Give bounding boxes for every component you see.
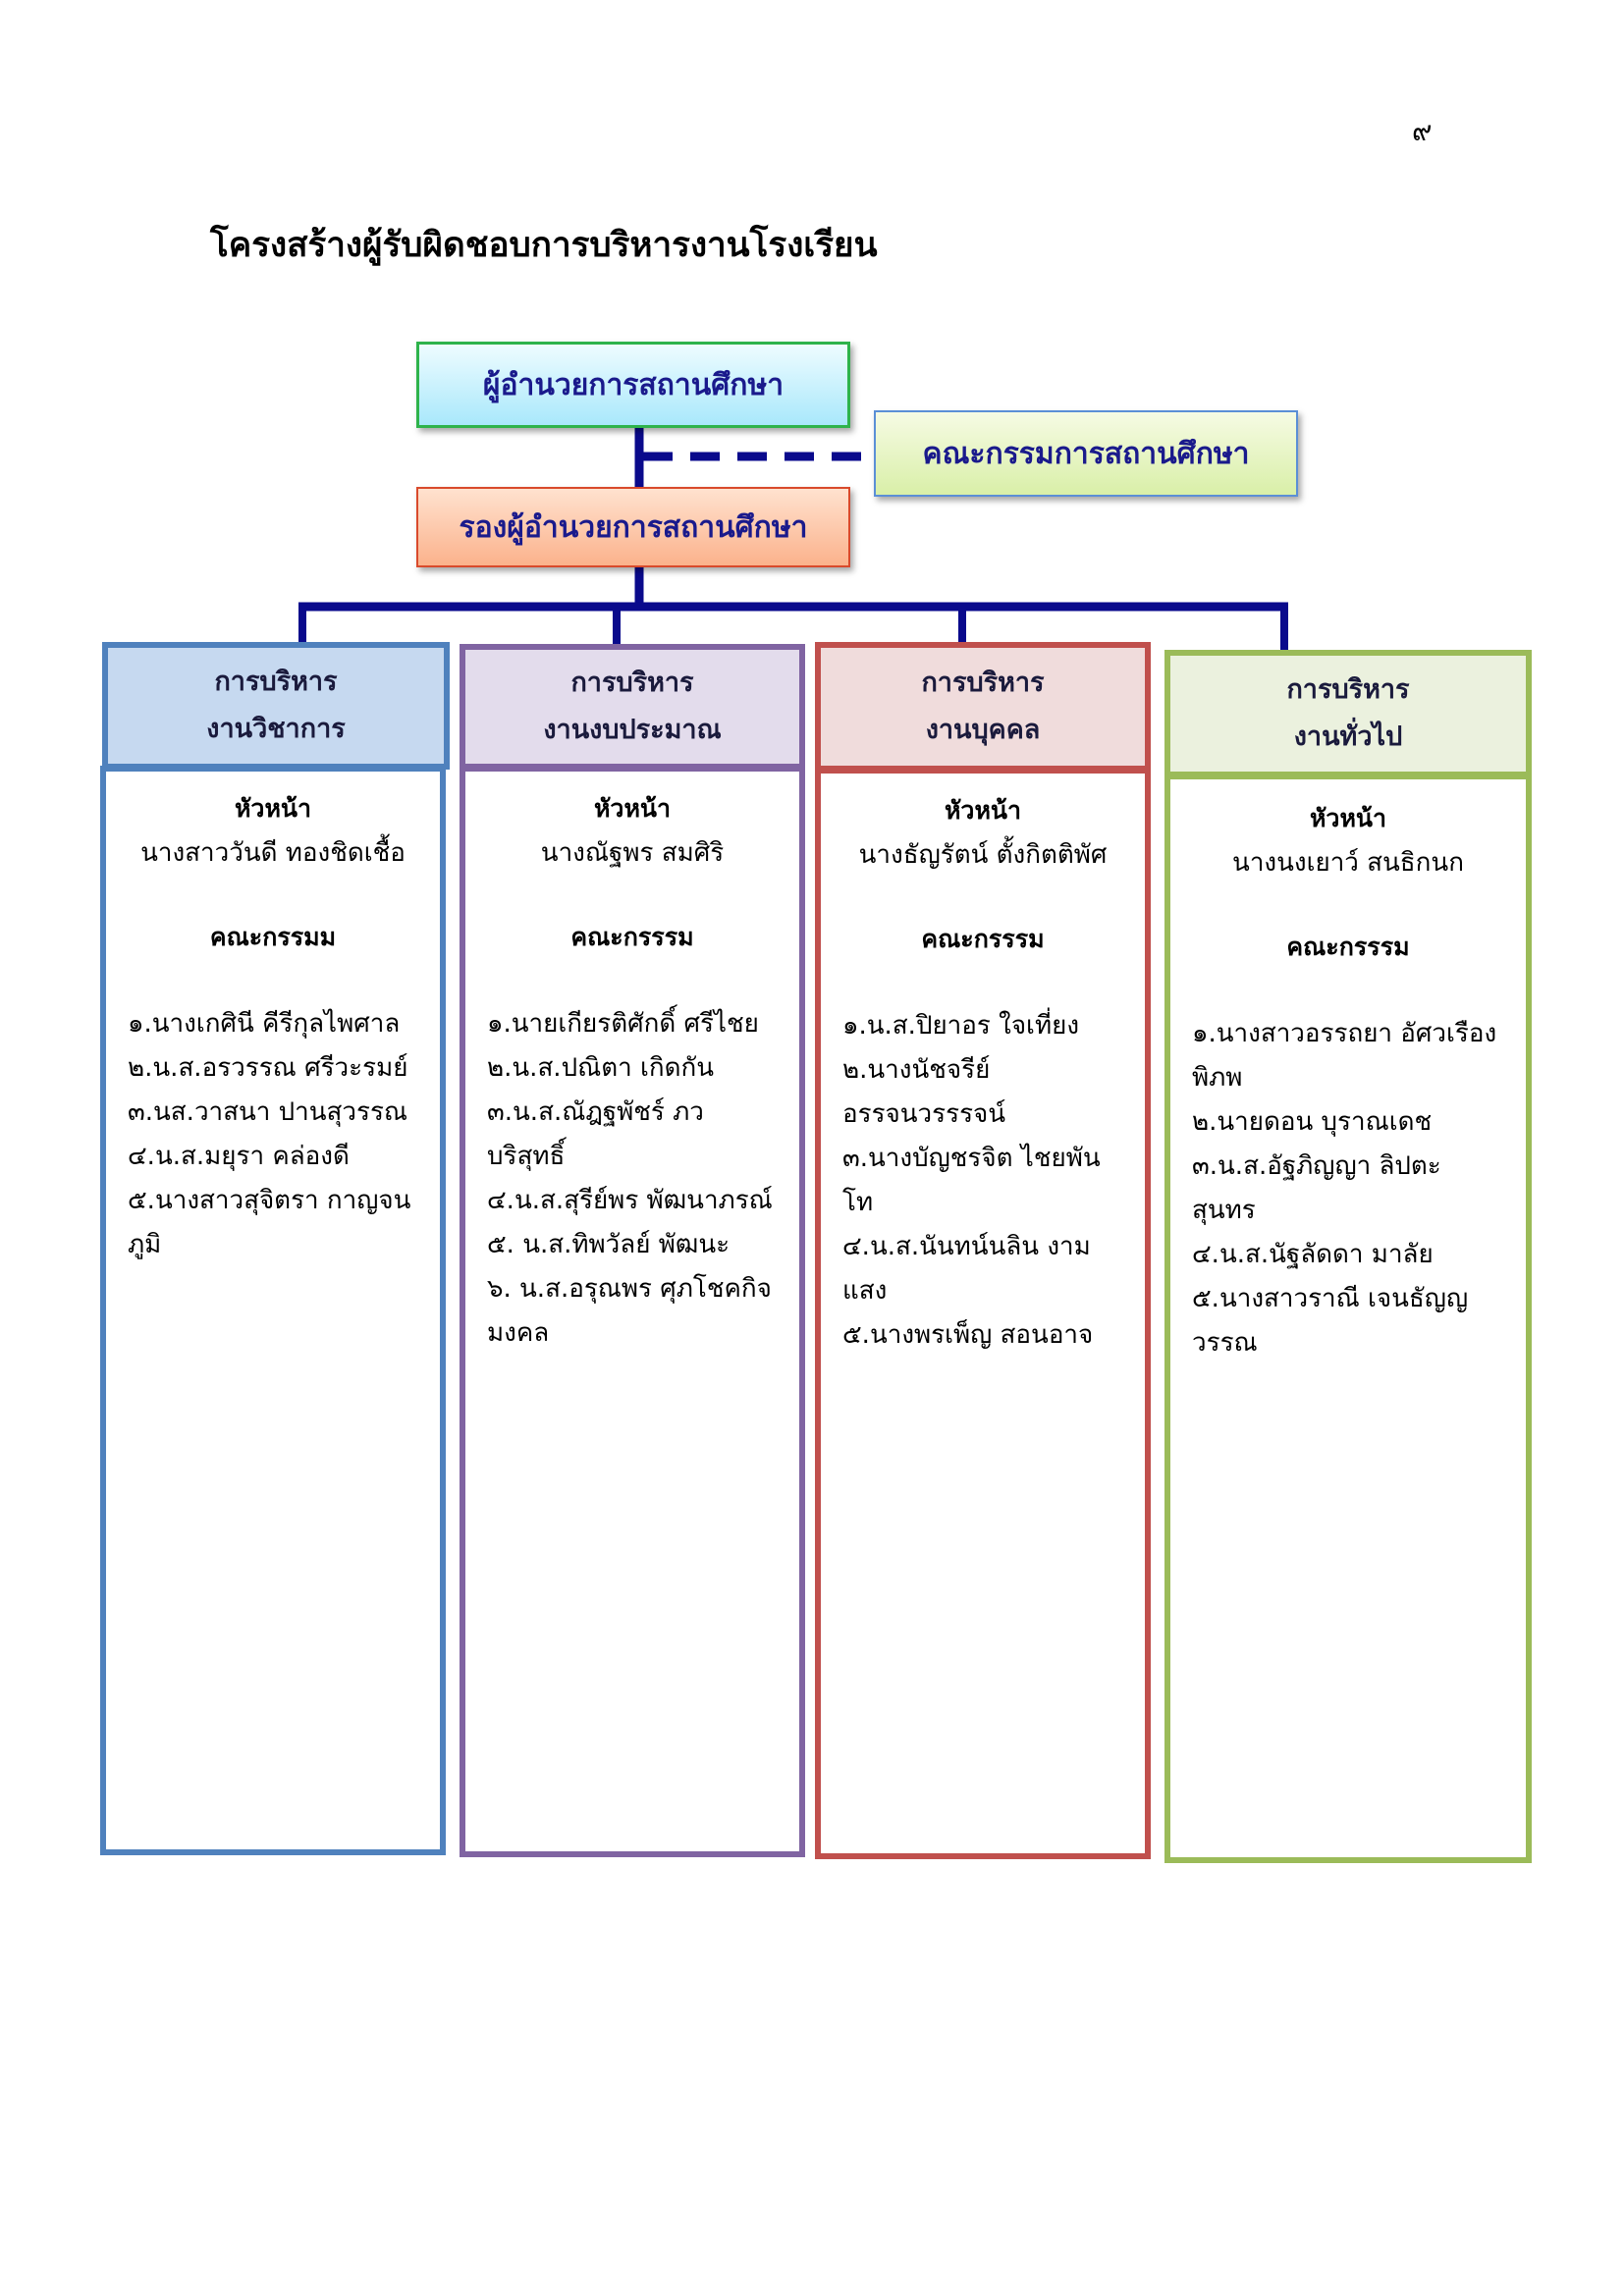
head-label: หัวหน้า: [1309, 804, 1387, 832]
head-name: นางณัฐพร สมศิริ: [540, 838, 725, 868]
member-item: ๕.นางสาวราณี เจนธัญญวรรณ: [1192, 1284, 1469, 1358]
member-item: ๕. น.ส.ทิพวัลย์ พัฒนะ: [487, 1230, 731, 1259]
director-box: ผู้อำนวยการสถานศึกษา: [416, 342, 850, 428]
page-title: โครงสร้างผู้รับผิดชอบการบริหารงานโรงเรีย…: [210, 226, 878, 265]
member-item: ๔.น.ส.นันทน์นลิน งามแสง: [842, 1232, 1091, 1306]
school-board-label: คณะกรรมการสถานศึกษา: [922, 436, 1250, 471]
member-item: ๒.น.ส.ปณิตา เกิดกัน: [487, 1053, 714, 1083]
dept-academic-panel: หัวหน้า นางสาววันดี ทองชิดเชื้อ คณะกรรมม…: [100, 766, 446, 1855]
member-item: ภูมิ: [128, 1230, 162, 1259]
member-list: ๑.น.ส.ปิยาอร ใจเที่ยง ๒.นางนัชจรีย์ อรรจ…: [821, 1004, 1145, 1358]
dept-personnel-header: การบริหาร งานบุคคล: [815, 642, 1151, 772]
member-item: มงคล: [487, 1318, 550, 1348]
page-number: ๙: [1412, 115, 1433, 147]
member-item: ๓.นางบัญชรจิต ไชยพันโท: [842, 1144, 1101, 1217]
member-item: ๑.นางเกศินี คีรีกุลไพศาล: [128, 1009, 401, 1039]
member-item: ๔.น.ส.มยุรา คล่องดี: [128, 1142, 350, 1171]
member-item: ๓.นส.วาสนา ปานสุวรรณ: [128, 1097, 408, 1127]
member-item: ๓.น.ส.อัฐภิญญา ลิปตะสุนทร: [1192, 1151, 1441, 1225]
dept-title-line1: การบริหาร: [214, 667, 338, 697]
member-item: ๕.นางพรเพ็ญ สอนอาจ: [842, 1320, 1094, 1350]
member-item: ๕.นางสาวสุจิตรา กาญจน: [128, 1186, 411, 1215]
committee-label: คณะกรรมม: [209, 923, 337, 951]
dept-title-line1: การบริหาร: [570, 667, 694, 698]
head-name: นางธัญรัตน์ ตั้งกิตติพัศ: [858, 840, 1108, 870]
dept-general-header: การบริหาร งานทั่วไป: [1164, 650, 1532, 777]
head-label: หัวหน้า: [593, 794, 672, 823]
dept-budget-header: การบริหาร งานงบประมาณ: [460, 644, 805, 770]
member-item: พิภพ: [1192, 1063, 1243, 1093]
member-item: ๖. น.ส.อรุณพร ศุภโชคกิจ: [487, 1274, 772, 1304]
member-list: ๑.นางเกศินี คีรีกุลไพศาล ๒.น.ส.อรวรรณ ศร…: [106, 1002, 440, 1267]
dept-budget-panel: หัวหน้า นางณัฐพร สมศิริ คณะกรรรม ๑.นายเก…: [460, 766, 805, 1857]
deputy-director-box: รองผู้อำนวยการสถานศึกษา: [416, 487, 850, 567]
dept-title-line2: งานทั่วไป: [1293, 721, 1403, 752]
member-item: ๒.นางนัชจรีย์: [842, 1055, 991, 1085]
director-label: ผู้อำนวยการสถานศึกษา: [482, 367, 785, 402]
member-item: อรรจนวรรรจน์: [842, 1099, 1006, 1129]
committee-label: คณะกรรรม: [921, 925, 1045, 953]
dept-general-panel: หัวหน้า นางนงเยาว์ สนธิกนก คณะกรรรม ๑.นา…: [1164, 774, 1532, 1863]
member-item: ๔.น.ส.นัฐลัดดา มาลัย: [1192, 1240, 1434, 1269]
deputy-director-label: รองผู้อำนวยการสถานศึกษา: [459, 509, 808, 545]
dept-title-line1: การบริหาร: [1286, 674, 1410, 705]
member-item: ๒.น.ส.อรวรรณ ศรีวะรมย์: [128, 1053, 408, 1083]
committee-label: คณะกรรรม: [1286, 933, 1410, 961]
member-item: ๑.น.ส.ปิยาอร ใจเที่ยง: [842, 1011, 1080, 1041]
member-item: ๑.นายเกียรติศักดิ์ ศรีไชย: [487, 1009, 759, 1039]
member-list: ๑.นายเกียรติศักดิ์ ศรีไชย ๒.น.ส.ปณิตา เก…: [465, 1002, 799, 1356]
committee-label: คณะกรรรม: [570, 923, 694, 951]
dept-title-line1: การบริหาร: [921, 667, 1045, 698]
head-label: หัวหน้า: [944, 796, 1022, 825]
head-label: หัวหน้า: [234, 794, 312, 823]
head-name: นางนงเยาว์ สนธิกนก: [1232, 848, 1464, 878]
member-item: ๓.น.ส.ณัฎฐพัชร์ ภวบริสุทธิ์: [487, 1097, 704, 1171]
member-list: ๑.นางสาวอรรถยา อัศวเรือง พิภพ ๒.นายดอน บ…: [1170, 1012, 1526, 1365]
dept-title-line2: งานงบประมาณ: [543, 715, 722, 745]
member-item: ๒.นายดอน บุราณเดช: [1192, 1107, 1433, 1137]
dept-title-line2: งานบุคคล: [925, 715, 1041, 745]
member-item: ๑.นางสาวอรรถยา อัศวเรือง: [1192, 1019, 1497, 1048]
school-board-box: คณะกรรมการสถานศึกษา: [874, 410, 1298, 497]
dept-academic-header: การบริหาร งานวิชาการ: [102, 642, 450, 770]
head-name: นางสาววันดี ทองชิดเชื้อ: [140, 838, 406, 868]
member-item: ๔.น.ส.สุรีย์พร พัฒนาภรณ์: [487, 1186, 773, 1215]
dept-title-line2: งานวิชาการ: [206, 714, 346, 744]
dept-personnel-panel: หัวหน้า นางธัญรัตน์ ตั้งกิตติพัศ คณะกรรร…: [815, 768, 1151, 1859]
